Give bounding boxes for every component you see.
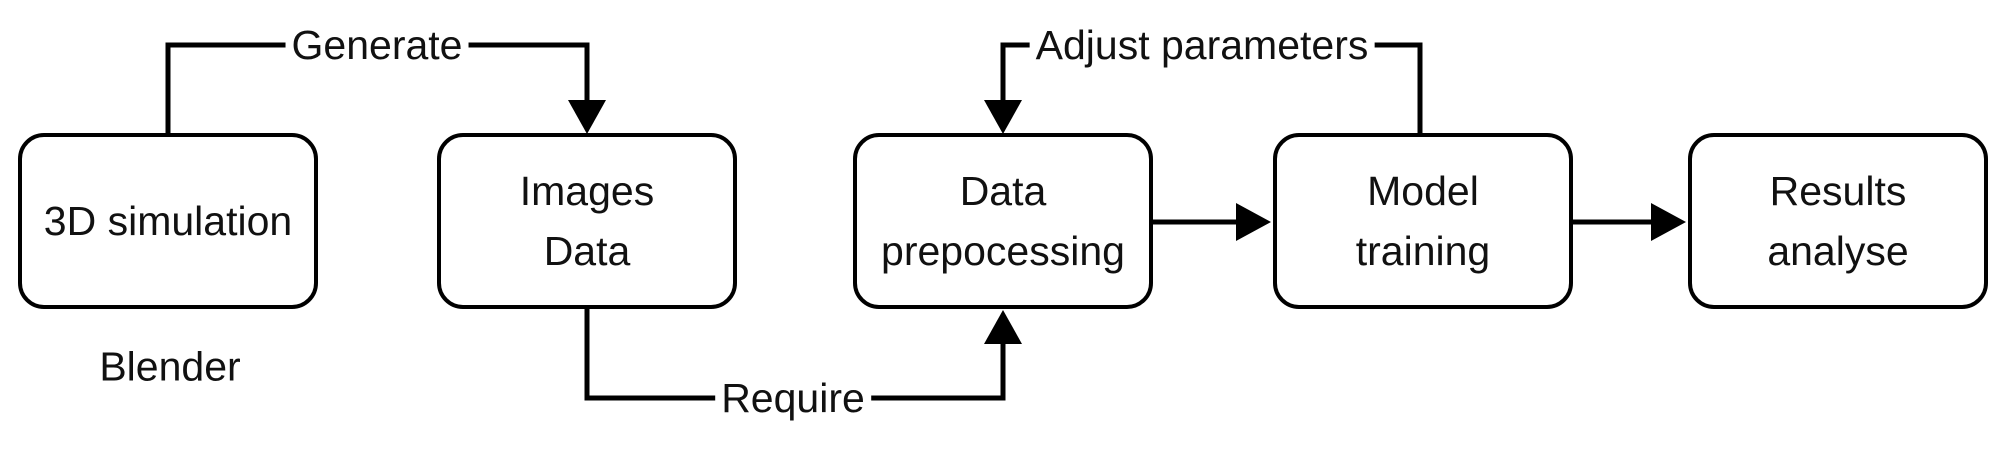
node-model-training: Model training [1273, 133, 1573, 309]
node-3d-simulation: 3D simulation [18, 133, 318, 309]
edge-training-results-arrowhead [1651, 203, 1686, 241]
edge-label-adjust-parameters: Adjust parameters [1029, 21, 1375, 69]
edge-generate-arrowhead [568, 100, 606, 134]
node-images-data: Images Data [437, 133, 737, 309]
node-results-analyse: Results analyse [1688, 133, 1988, 309]
node-data-prepocessing: Data prepocessing [853, 133, 1153, 309]
edge-prepocessing-training-arrowhead [1236, 203, 1271, 241]
node-data-prepocessing-label-line2: prepocessing [881, 228, 1125, 274]
node-model-training-label-line2: training [1355, 228, 1491, 274]
caption-blender: Blender [99, 343, 241, 390]
edge-adjust-arrowhead [984, 100, 1022, 134]
edge-label-generate: Generate [285, 21, 469, 69]
edge-label-require: Require [715, 374, 871, 422]
node-results-analyse-label-line1: Results [1769, 168, 1907, 214]
node-images-data-label-line2: Data [543, 228, 631, 274]
node-results-analyse-label-line2: analyse [1767, 228, 1909, 274]
node-images-data-label-line1: Images [519, 168, 655, 214]
edge-require-arrowhead [984, 310, 1022, 344]
node-data-prepocessing-label-line1: Data [959, 168, 1047, 214]
node-model-training-label-line1: Model [1367, 168, 1479, 214]
node-3d-simulation-label: 3D simulation [43, 198, 293, 244]
